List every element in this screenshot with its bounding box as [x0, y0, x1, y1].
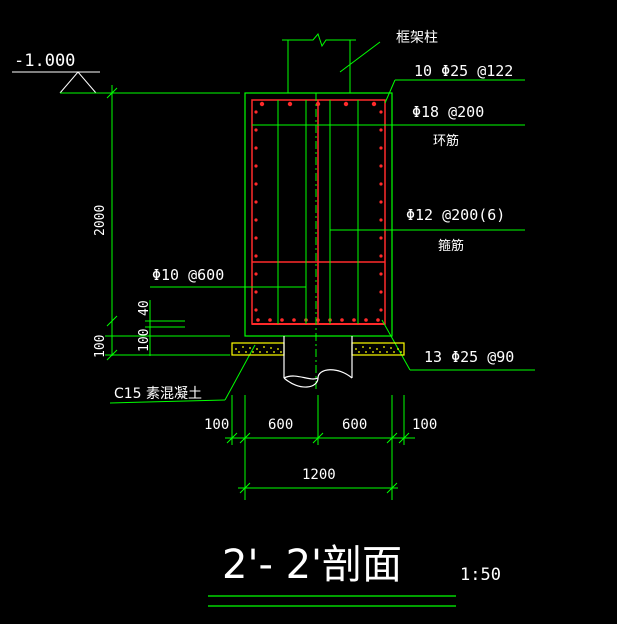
hatch-dot [263, 346, 265, 348]
rebar-dot [254, 128, 258, 132]
dim-right-edge: 100 [412, 417, 437, 433]
rebar-dot [259, 101, 265, 107]
dim-40: 40 [137, 300, 152, 316]
rebar-dot [292, 318, 296, 322]
rebar-dot [315, 101, 321, 107]
hoop-name-label: 环筋 [433, 133, 459, 149]
hatch-dot [277, 348, 279, 350]
elevation-mark [12, 71, 175, 94]
hatch-dot [273, 351, 275, 353]
frame-column [282, 32, 381, 93]
hatch-dot [362, 346, 364, 348]
rebar-dot [254, 200, 258, 204]
rebar-dots [254, 101, 383, 322]
rebar-dot [379, 128, 383, 132]
scale-label: 1:50 [460, 565, 501, 585]
dim-total-width: 1200 [302, 467, 336, 483]
rebar-dot [254, 236, 258, 240]
pile-cap-outline [244, 92, 393, 337]
hatch-dot [393, 351, 395, 353]
width-dimensions [225, 395, 415, 500]
rebar-dot [379, 182, 383, 186]
rebar-dot [254, 272, 258, 276]
pile [283, 336, 353, 388]
rebar-dot [379, 218, 383, 222]
rebar-dot [254, 110, 258, 114]
rebar-dot [340, 318, 344, 322]
rebar-dot [379, 272, 383, 276]
rebar-dot [254, 254, 258, 258]
rebar-dot [376, 318, 380, 322]
dim-100-inner: 100 [137, 329, 152, 352]
rebar-dot [371, 101, 377, 107]
hatch-dot [376, 348, 378, 350]
hatch-dot [383, 346, 385, 348]
rebar-dot [268, 318, 272, 322]
lean-concrete-hatch [235, 346, 402, 353]
dim-100-outer: 100 [93, 335, 108, 358]
hatch-dot [249, 347, 251, 349]
height-dim-2000: 2000 [93, 205, 108, 236]
hatch-dot [400, 351, 402, 353]
rebar-dot [254, 290, 258, 294]
rebar-dot [287, 101, 293, 107]
section-title: 2'- 2'剖面 [222, 542, 402, 588]
rebar-dot [280, 318, 284, 322]
hatch-dot [386, 351, 388, 353]
rebar-cage [251, 99, 386, 325]
rebar-dot [379, 200, 383, 204]
title-underline [208, 595, 456, 607]
hatch-dot [256, 348, 258, 350]
rebar-dot [254, 218, 258, 222]
hatch-dot [369, 347, 371, 349]
dim-left-edge: 100 [204, 417, 229, 433]
hatch-dot [245, 351, 247, 353]
bottom-bars-label: 13 Φ25 @90 [424, 348, 514, 366]
rebar-dot [379, 164, 383, 168]
frame-column-label: 框架柱 [396, 30, 438, 46]
rebar-dot [256, 318, 260, 322]
hatch-dot [242, 346, 244, 348]
dim-left-half: 600 [268, 417, 293, 433]
hatch-dot [280, 351, 282, 353]
hatch-dot [252, 351, 254, 353]
hatch-dot [235, 348, 237, 350]
rebar-dot [352, 318, 356, 322]
rebar-dot [379, 290, 383, 294]
stirrup-name-label: 箍筋 [438, 238, 464, 254]
hatch-dot [259, 351, 261, 353]
rebar-dot [254, 146, 258, 150]
leader-lines [109, 79, 535, 404]
rebar-dot [379, 254, 383, 258]
hatch-dot [365, 351, 367, 353]
hatch-dot [390, 347, 392, 349]
hatch-dot [270, 347, 272, 349]
tie-spec-label: Φ10 @600 [152, 266, 224, 284]
rebar-dot [254, 164, 258, 168]
hatch-dot [238, 351, 240, 353]
hatch-dot [355, 348, 357, 350]
lean-concrete-label: C15 素混凝土 [114, 386, 202, 402]
vertical-bars-label: 10 Φ25 @122 [414, 62, 513, 80]
hatch-dot [358, 351, 360, 353]
hatch-dot [372, 351, 374, 353]
height-dimension [105, 85, 240, 361]
rebar-dot [379, 236, 383, 240]
hatch-dot [266, 351, 268, 353]
hoop-spec-label: Φ18 @200 [412, 103, 484, 121]
rebar-dot [254, 182, 258, 186]
rebar-dot [364, 318, 368, 322]
rebar-dot [379, 308, 383, 312]
hatch-dot [379, 351, 381, 353]
hatch-dot [397, 348, 399, 350]
elevation-label: -1.000 [14, 51, 75, 71]
rebar-dot [316, 318, 320, 322]
rebar-dot [379, 146, 383, 150]
rebar-dot [254, 308, 258, 312]
rebar-dot [343, 101, 349, 107]
stirrup-spec-label: Φ12 @200(6) [406, 206, 505, 224]
dim-right-half: 600 [342, 417, 367, 433]
rebar-dot [379, 110, 383, 114]
